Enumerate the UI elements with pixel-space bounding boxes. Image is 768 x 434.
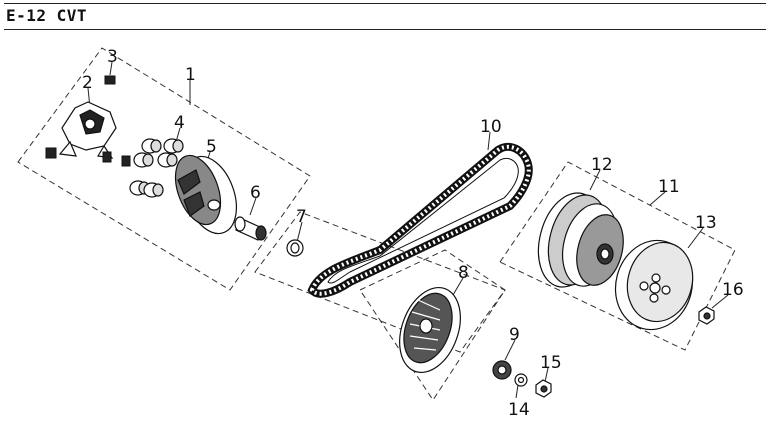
callout-6: 6	[250, 183, 261, 203]
part-retainer	[492, 360, 512, 380]
driven-sleeve-group-outline	[254, 211, 506, 353]
callout-15: 15	[540, 353, 562, 373]
part-slider-pieces	[45, 75, 131, 167]
callout-2: 2	[82, 73, 93, 93]
callout-10: 10	[480, 117, 502, 137]
part-clutch-assembly	[537, 192, 624, 288]
callout-11: 11	[658, 177, 680, 197]
header-top-rule	[4, 3, 766, 4]
drive-pulley-group-outline	[17, 47, 311, 291]
part-drive-face	[174, 154, 237, 235]
callout-14: 14	[508, 400, 530, 420]
part-collar	[234, 216, 267, 241]
callout-1: 1	[185, 65, 196, 85]
part-nut	[535, 379, 552, 398]
clutch-group-outline	[499, 161, 736, 351]
header-bottom-rule	[4, 29, 766, 30]
callout-9: 9	[509, 325, 520, 345]
callout-5: 5	[206, 137, 217, 157]
page-title: E-12 CVT	[6, 6, 88, 25]
part-washer	[286, 239, 304, 257]
part-housing-nut	[698, 306, 715, 325]
callout-16: 16	[722, 280, 744, 300]
callout-8: 8	[458, 263, 469, 283]
callout-13: 13	[695, 213, 717, 233]
part-driven-face	[399, 286, 461, 374]
callout-3: 3	[107, 47, 118, 67]
callout-12: 12	[591, 155, 613, 175]
callout-7: 7	[296, 207, 307, 227]
leader-lines	[87, 61, 729, 399]
page-header: E-12 CVT	[0, 0, 768, 32]
part-ramp-plate	[58, 101, 117, 159]
group-outlines	[17, 47, 736, 401]
part-rollers	[129, 138, 184, 198]
callout-4: 4	[174, 113, 185, 133]
part-drive-belt	[307, 142, 533, 298]
part-clutch-housing	[614, 239, 694, 331]
part-small-washer	[514, 373, 528, 387]
callout-labels: 1 2 3 4 5 6 7 8 9 10 11 12 13 14 15 16	[82, 47, 744, 420]
